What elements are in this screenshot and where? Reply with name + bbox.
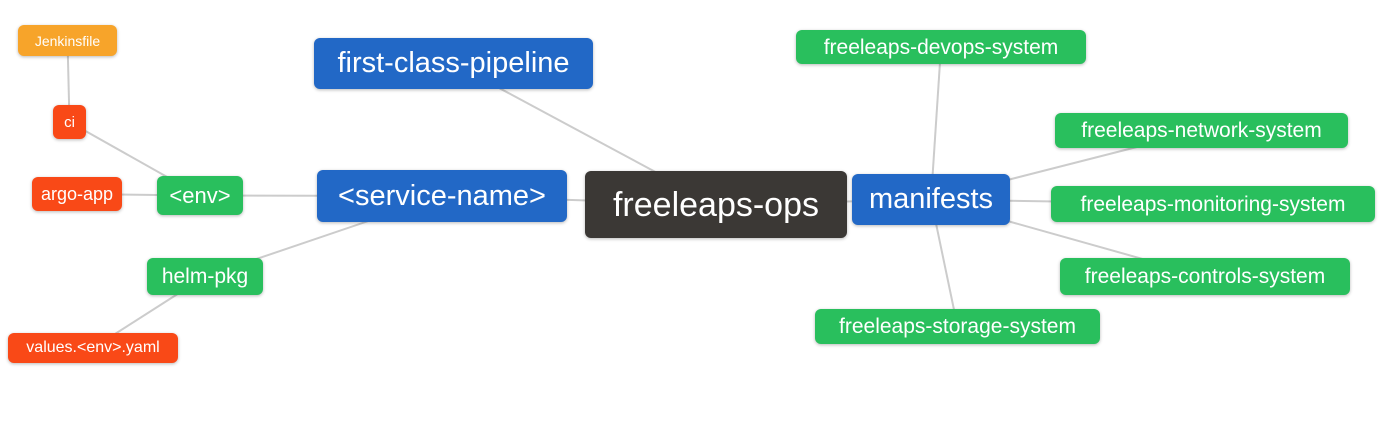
node-ci[interactable]: ci <box>53 105 86 139</box>
node-label: <env> <box>169 182 231 208</box>
node-label: <service-name> <box>338 179 546 212</box>
node-first-class-pipeline[interactable]: first-class-pipeline <box>314 38 593 89</box>
node-freeleaps-ops[interactable]: freeleaps-ops <box>585 171 847 238</box>
node-values-env-yaml[interactable]: values.<env>.yaml <box>8 333 178 363</box>
node-freeleaps-network-system[interactable]: freeleaps-network-system <box>1055 113 1348 148</box>
node-label: first-class-pipeline <box>337 47 570 79</box>
node-freeleaps-devops-system[interactable]: freeleaps-devops-system <box>796 30 1086 64</box>
node-label: Jenkinsfile <box>34 32 101 49</box>
node-label: ci <box>64 113 75 131</box>
node-service-name[interactable]: <service-name> <box>317 170 567 222</box>
node-freeleaps-controls-system[interactable]: freeleaps-controls-system <box>1060 258 1350 295</box>
node-label: argo-app <box>40 184 114 204</box>
node-env[interactable]: <env> <box>157 176 243 215</box>
node-manifests[interactable]: manifests <box>852 174 1010 225</box>
node-label: freeleaps-ops <box>612 185 819 224</box>
node-label: freeleaps-monitoring-system <box>1080 192 1346 216</box>
node-freeleaps-monitoring-system[interactable]: freeleaps-monitoring-system <box>1051 186 1375 222</box>
node-label: manifests <box>868 183 994 215</box>
node-label: freeleaps-storage-system <box>839 315 1076 338</box>
node-helm-pkg[interactable]: helm-pkg <box>147 258 263 295</box>
node-label: helm-pkg <box>161 265 249 288</box>
node-freeleaps-storage-system[interactable]: freeleaps-storage-system <box>815 309 1100 344</box>
node-label: freeleaps-network-system <box>1081 119 1322 142</box>
node-label: freeleaps-devops-system <box>823 35 1059 59</box>
node-label: values.<env>.yaml <box>26 339 160 356</box>
node-argo-app[interactable]: argo-app <box>32 177 122 211</box>
node-label: freeleaps-controls-system <box>1084 265 1326 288</box>
node-jenkinsfile[interactable]: Jenkinsfile <box>18 25 117 56</box>
